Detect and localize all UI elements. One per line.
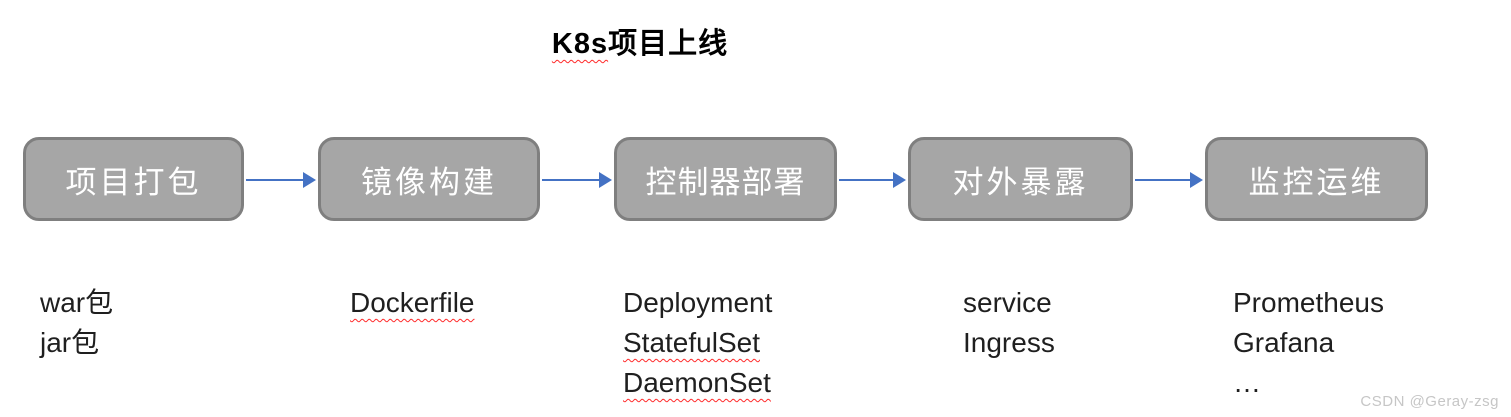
note-line: Deployment [623, 287, 773, 318]
flow-step-controller-deploy: 控制器部署 [614, 137, 837, 221]
flow-step-label: 监控运维 [1248, 164, 1385, 200]
flow-arrow-3 [839, 172, 906, 188]
flow-arrow-2 [542, 172, 612, 188]
arrow-shaft [542, 179, 599, 181]
arrow-head-icon [303, 172, 316, 188]
note-line: service [963, 287, 1052, 318]
notes-monitoring-ops: Prometheus Grafana … [1233, 283, 1384, 403]
notes-project-packaging: war包 jar包 [40, 283, 113, 363]
diagram-title: K8s项目上线 [0, 20, 1280, 62]
flow-step-project-packaging: 项目打包 [23, 137, 244, 221]
flow-arrow-4 [1135, 172, 1203, 188]
arrow-shaft [246, 179, 303, 181]
arrow-head-icon [893, 172, 906, 188]
notes-image-build: Dockerfile [350, 283, 474, 323]
flow-step-monitoring-ops: 监控运维 [1205, 137, 1428, 221]
title-highlight: K8s [551, 28, 609, 60]
note-line: Grafana [1233, 327, 1335, 358]
arrow-head-icon [1190, 172, 1203, 188]
arrow-shaft [1135, 179, 1190, 181]
flow-step-label: 项目打包 [65, 164, 202, 200]
flow-step-external-expose: 对外暴露 [908, 137, 1133, 221]
arrow-head-icon [599, 172, 612, 188]
title-rest: 项目上线 [608, 28, 729, 60]
watermark: CSDN @Geray-zsg [1360, 393, 1499, 410]
notes-external-expose: service Ingress [963, 283, 1055, 363]
flow-arrow-1 [246, 172, 316, 188]
flow-step-label: 镜像构建 [361, 164, 497, 200]
note-line: Dockerfile [350, 287, 475, 318]
flow-step-label: 控制器部署 [645, 164, 806, 200]
flow-step-label: 对外暴露 [952, 164, 1089, 200]
arrow-shaft [839, 179, 893, 181]
note-line: Ingress [963, 327, 1055, 358]
notes-controller-deploy: Deployment StatefulSet DaemonSet [623, 283, 772, 403]
note-line: … [1233, 367, 1261, 398]
note-line: StatefulSet [623, 327, 760, 358]
note-line: war包 [40, 287, 114, 318]
note-line: jar包 [40, 327, 100, 358]
flow-step-image-build: 镜像构建 [318, 137, 540, 221]
note-line: Prometheus [1233, 287, 1384, 318]
note-line: DaemonSet [623, 367, 771, 398]
